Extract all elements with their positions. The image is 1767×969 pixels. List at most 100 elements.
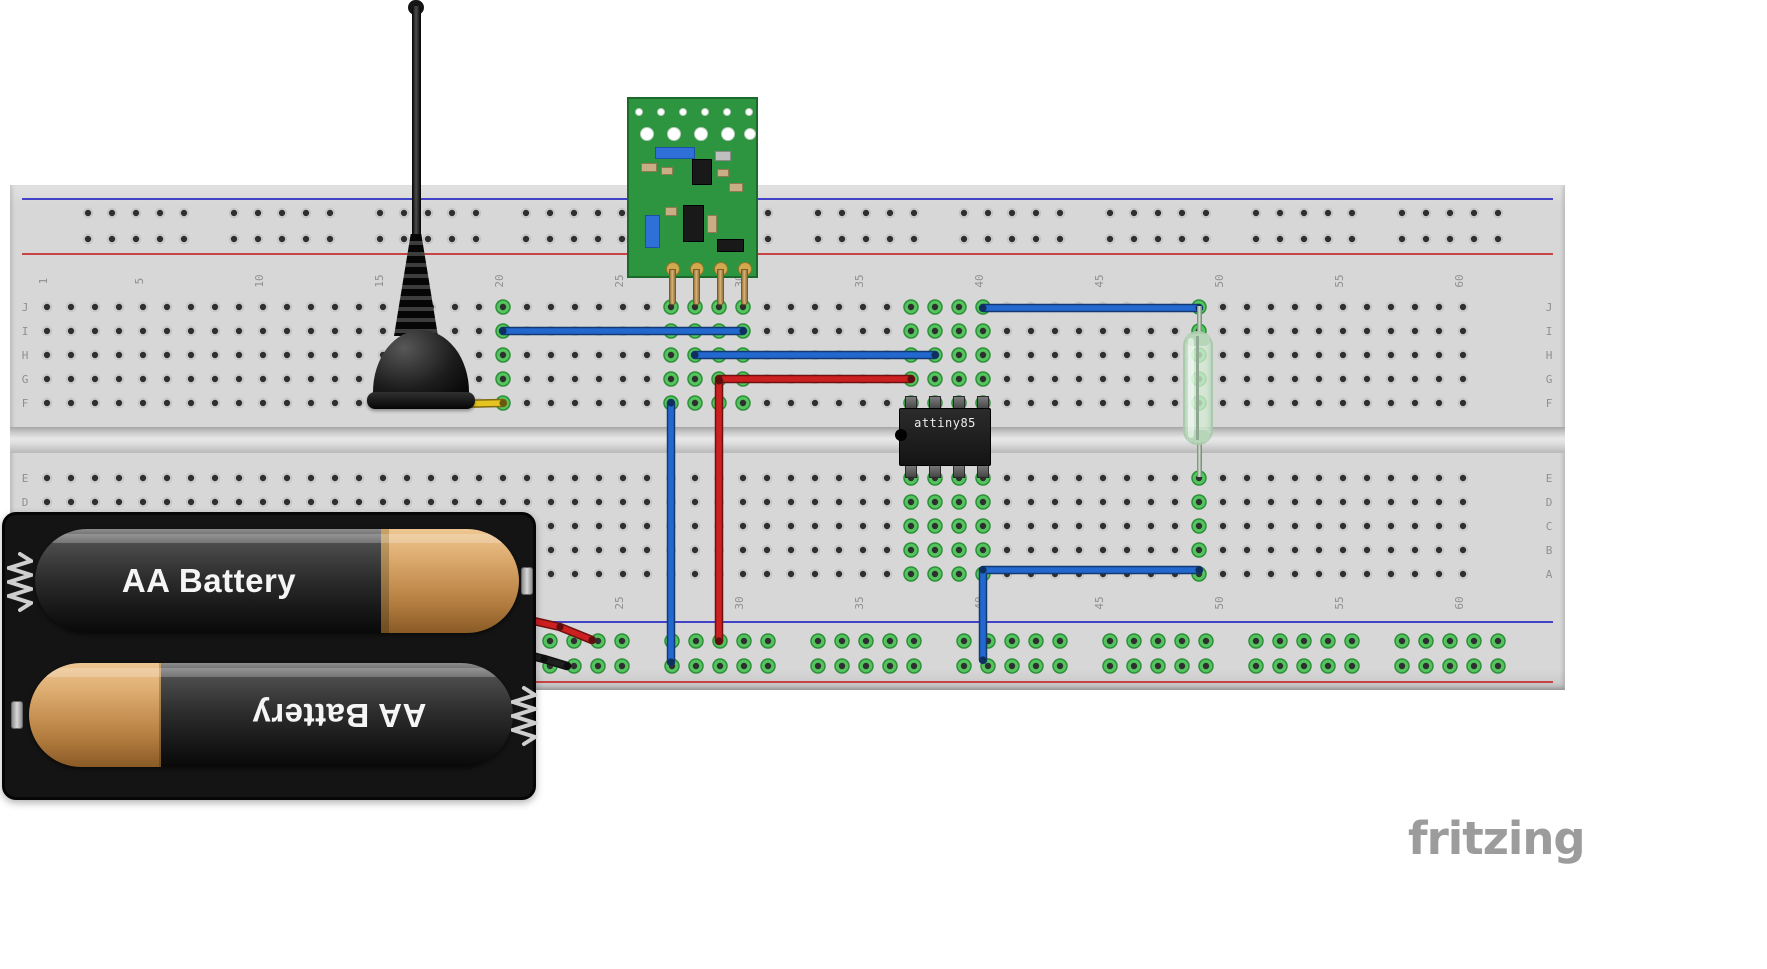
breadboard-hole[interactable] xyxy=(931,327,939,335)
breadboard-hole[interactable] xyxy=(283,327,291,335)
breadboard-hole[interactable] xyxy=(814,209,822,217)
breadboard-hole[interactable] xyxy=(1051,546,1059,554)
breadboard-hole[interactable] xyxy=(283,351,291,359)
breadboard-hole[interactable] xyxy=(475,474,483,482)
breadboard-hole[interactable] xyxy=(1291,375,1299,383)
breadboard-hole[interactable] xyxy=(1147,375,1155,383)
breadboard-hole[interactable] xyxy=(475,351,483,359)
breadboard-hole[interactable] xyxy=(1339,498,1347,506)
breadboard-hole[interactable] xyxy=(862,662,870,670)
breadboard-hole[interactable] xyxy=(571,351,579,359)
battery-negative-lead-end[interactable] xyxy=(563,662,571,670)
breadboard-hole[interactable] xyxy=(859,303,867,311)
breadboard-hole[interactable] xyxy=(1315,375,1323,383)
breadboard-hole[interactable] xyxy=(1003,351,1011,359)
breadboard-hole[interactable] xyxy=(859,399,867,407)
breadboard-hole[interactable] xyxy=(1123,351,1131,359)
breadboard-hole[interactable] xyxy=(1147,327,1155,335)
breadboard-hole[interactable] xyxy=(1276,209,1284,217)
breadboard-hole[interactable] xyxy=(547,351,555,359)
breadboard-hole[interactable] xyxy=(1398,637,1406,645)
breadboard-hole[interactable] xyxy=(91,327,99,335)
breadboard-hole[interactable] xyxy=(1027,498,1035,506)
breadboard-hole[interactable] xyxy=(1339,570,1347,578)
breadboard-hole[interactable] xyxy=(814,662,822,670)
breadboard-hole[interactable] xyxy=(643,303,651,311)
breadboard-hole[interactable] xyxy=(156,235,164,243)
breadboard-hole[interactable] xyxy=(931,375,939,383)
breadboard-hole[interactable] xyxy=(838,235,846,243)
breadboard-hole[interactable] xyxy=(546,637,554,645)
breadboard-hole[interactable] xyxy=(91,375,99,383)
breadboard-hole[interactable] xyxy=(163,327,171,335)
breadboard-hole[interactable] xyxy=(1099,546,1107,554)
breadboard-hole[interactable] xyxy=(1219,498,1227,506)
breadboard-hole[interactable] xyxy=(716,662,724,670)
breadboard-hole[interactable] xyxy=(1446,209,1454,217)
breadboard-hole[interactable] xyxy=(907,303,915,311)
breadboard-hole[interactable] xyxy=(355,399,363,407)
breadboard-hole[interactable] xyxy=(108,209,116,217)
breadboard-hole[interactable] xyxy=(571,570,579,578)
breadboard-hole[interactable] xyxy=(1202,637,1210,645)
breadboard-hole[interactable] xyxy=(979,351,987,359)
breadboard-hole[interactable] xyxy=(1123,546,1131,554)
breadboard-hole[interactable] xyxy=(643,546,651,554)
breadboard-hole[interactable] xyxy=(331,327,339,335)
breadboard-hole[interactable] xyxy=(1123,327,1131,335)
breadboard-hole[interactable] xyxy=(691,498,699,506)
breadboard-hole[interactable] xyxy=(1387,327,1395,335)
breadboard-hole[interactable] xyxy=(163,474,171,482)
breadboard-hole[interactable] xyxy=(1411,522,1419,530)
breadboard-hole[interactable] xyxy=(931,498,939,506)
breadboard-hole[interactable] xyxy=(1147,546,1155,554)
breadboard-hole[interactable] xyxy=(811,546,819,554)
breadboard-hole[interactable] xyxy=(156,209,164,217)
breadboard-hole[interactable] xyxy=(1470,637,1478,645)
breadboard-hole[interactable] xyxy=(1099,474,1107,482)
breadboard-hole[interactable] xyxy=(475,303,483,311)
breadboard-hole[interactable] xyxy=(1387,303,1395,311)
breadboard-hole[interactable] xyxy=(254,209,262,217)
breadboard-hole[interactable] xyxy=(907,570,915,578)
breadboard-hole[interactable] xyxy=(115,474,123,482)
breadboard-hole[interactable] xyxy=(835,474,843,482)
breadboard-hole[interactable] xyxy=(1171,351,1179,359)
breadboard-hole[interactable] xyxy=(1243,327,1251,335)
breadboard-hole[interactable] xyxy=(1075,351,1083,359)
jumper-row-j-end[interactable] xyxy=(979,304,987,312)
breadboard-hole[interactable] xyxy=(1300,637,1308,645)
breadboard-hole[interactable] xyxy=(523,375,531,383)
breadboard-hole[interactable] xyxy=(163,351,171,359)
breadboard-hole[interactable] xyxy=(1315,351,1323,359)
breadboard-hole[interactable] xyxy=(1252,637,1260,645)
breadboard-hole[interactable] xyxy=(907,546,915,554)
breadboard-hole[interactable] xyxy=(763,303,771,311)
breadboard-hole[interactable] xyxy=(283,375,291,383)
breadboard-hole[interactable] xyxy=(883,498,891,506)
breadboard-hole[interactable] xyxy=(691,399,699,407)
breadboard-hole[interactable] xyxy=(619,570,627,578)
breadboard-hole[interactable] xyxy=(355,474,363,482)
breadboard-hole[interactable] xyxy=(115,327,123,335)
jumper-row-g-end[interactable] xyxy=(907,375,915,383)
breadboard-hole[interactable] xyxy=(960,235,968,243)
breadboard-hole[interactable] xyxy=(811,570,819,578)
breadboard-hole[interactable] xyxy=(259,375,267,383)
breadboard-hole[interactable] xyxy=(787,570,795,578)
breadboard-hole[interactable] xyxy=(1154,235,1162,243)
breadboard-hole[interactable] xyxy=(1267,498,1275,506)
breadboard-hole[interactable] xyxy=(1099,399,1107,407)
breadboard-hole[interactable] xyxy=(67,303,75,311)
breadboard-hole[interactable] xyxy=(187,327,195,335)
breadboard-hole[interactable] xyxy=(643,399,651,407)
breadboard-hole[interactable] xyxy=(1027,327,1035,335)
breadboard-hole[interactable] xyxy=(403,498,411,506)
breadboard-hole[interactable] xyxy=(1291,546,1299,554)
breadboard-hole[interactable] xyxy=(814,637,822,645)
breadboard-hole[interactable] xyxy=(764,637,772,645)
jumper-ground-left-end[interactable] xyxy=(667,658,675,666)
breadboard-hole[interactable] xyxy=(595,303,603,311)
breadboard-hole[interactable] xyxy=(984,235,992,243)
breadboard-hole[interactable] xyxy=(187,474,195,482)
